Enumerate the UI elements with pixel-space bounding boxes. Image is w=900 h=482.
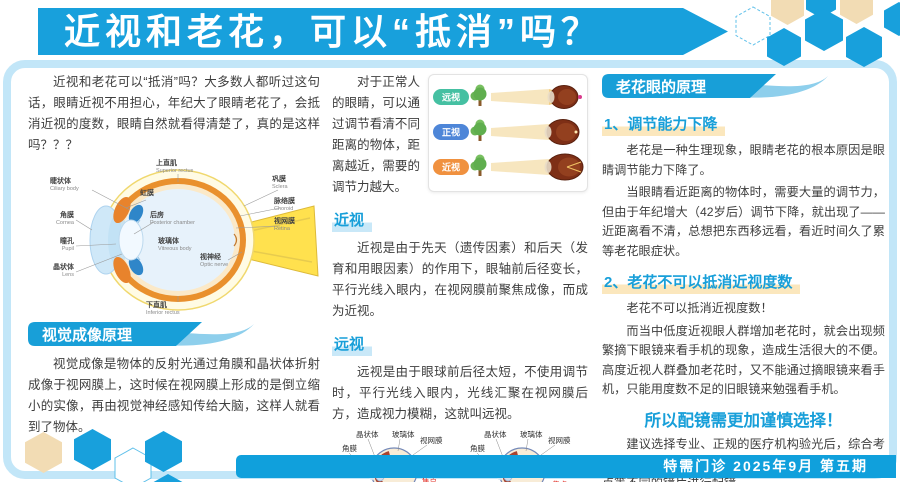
label-retina: 视网膜 <box>420 435 443 445</box>
title-banner: 近视和老花，可以“抵消”吗？ <box>38 8 728 55</box>
middle-intro-paragraph: 对于正常人的眼睛，可以通过调节看清不同距离的物体，距离越近，需要的调节力越大。 <box>332 75 420 194</box>
section-title: 视觉成像原理 <box>42 326 132 344</box>
section-title: 老花眼的原理 <box>615 78 706 96</box>
label-lens: 晶状体 <box>484 429 507 439</box>
footer-bar: 特需门诊 2025年9月 第五期 <box>236 455 896 478</box>
subheading-accommodation-decline: 1、调节能力下降 <box>602 112 726 136</box>
hexagon-icon <box>884 2 900 36</box>
hexagon-icon <box>767 28 801 66</box>
subheading-no-cancellation: 2、老花不可以抵消近视度数 <box>602 270 801 295</box>
label-cornea: 角膜 <box>470 443 485 453</box>
hexagon-icon <box>25 432 62 473</box>
row-badge-label: 远视 <box>442 92 460 103</box>
hexagon-outline-icon <box>735 6 771 46</box>
subheading-myopia: 近视 <box>332 208 373 232</box>
myopia-paragraph: 近视是由于先天（遗传因素）和后天（发育和用眼因素）的作用下，眼轴前后径变长，平行… <box>332 241 588 318</box>
s2-paragraph-2: 而当中低度近视眼人群增加老花时，就会出现频繁摘下眼镜来看手机的现象，造成生活很大… <box>602 323 885 397</box>
label-focus: 焦点 <box>422 475 437 482</box>
hexagon-icon <box>74 429 111 470</box>
subheading-hyperopia: 远视 <box>332 332 373 356</box>
label-vitreous: 玻璃体 <box>392 429 415 439</box>
hexagon-icon <box>145 431 182 472</box>
page-title: 近视和老花，可以“抵消”吗？ <box>64 11 603 52</box>
hexagon-icon <box>805 9 843 51</box>
hexagon-icon <box>840 0 873 24</box>
callout-choose-glasses: 所以配镜需更加谨慎选择！ <box>644 411 843 430</box>
hexagon-icon <box>771 0 804 25</box>
intro-block: 远视 正视 <box>332 72 588 198</box>
s2-paragraph-1: 老花不可以抵消近视度数！ <box>626 301 773 316</box>
label-focus: 焦点 <box>552 479 567 482</box>
row-badge-label: 近视 <box>442 162 460 173</box>
footer-text: 特需门诊 2025年9月 第五期 <box>663 458 868 474</box>
middle-column: 远视 正视 <box>332 70 588 482</box>
right-column: 老花眼的原理 1、调节能力下降 老花是一种生理现象，眼睛老花的根本原因是眼睛调节… <box>602 70 885 482</box>
s1-paragraph-1: 老花是一种生理现象，眼睛老花的根本原因是眼睛调节能力下降了。 <box>602 143 885 177</box>
label-vitreous: 玻璃体 <box>520 429 543 439</box>
section-banner-presbyopia: 老花眼的原理 <box>600 72 885 102</box>
label-cornea: 角膜 <box>342 443 357 453</box>
row-badge-label: 正视 <box>442 127 460 138</box>
eye-label: 虹膜 <box>140 190 154 197</box>
imaging-paragraph: 视觉成像是物体的反射光通过角膜和晶状体折射成像于视网膜上，这时候在视网膜上形成的… <box>28 357 320 434</box>
s1-paragraph-2: 当眼睛看近距离的物体时，需要大量的调节力，但由于年纪增大（42岁后）调节下降，就… <box>602 185 885 258</box>
section-banner-imaging: 视觉成像原理 <box>26 320 320 350</box>
label-retina: 视网膜 <box>548 435 571 445</box>
vision-types-figure: 远视 正视 <box>428 74 588 192</box>
hexagon-icon <box>150 474 186 482</box>
left-column: 近视和老花可以“抵消”吗？大多数人都听过这句话，眼睛近视不用担心，年纪大了眼睛老… <box>28 68 320 442</box>
hexagon-icon <box>846 27 882 67</box>
hyperopia-paragraph: 远视是由于眼球前后径太短，不使用调节时，平行光线入眼内，光线汇聚在视网膜后方，造… <box>332 365 588 421</box>
eye-anatomy-illustration <box>75 169 319 311</box>
intro-paragraph: 近视和老花可以“抵消”吗？大多数人都听过这句话，眼睛近视不用担心，年纪大了眼睛老… <box>28 75 320 152</box>
label-lens: 晶状体 <box>356 429 379 439</box>
